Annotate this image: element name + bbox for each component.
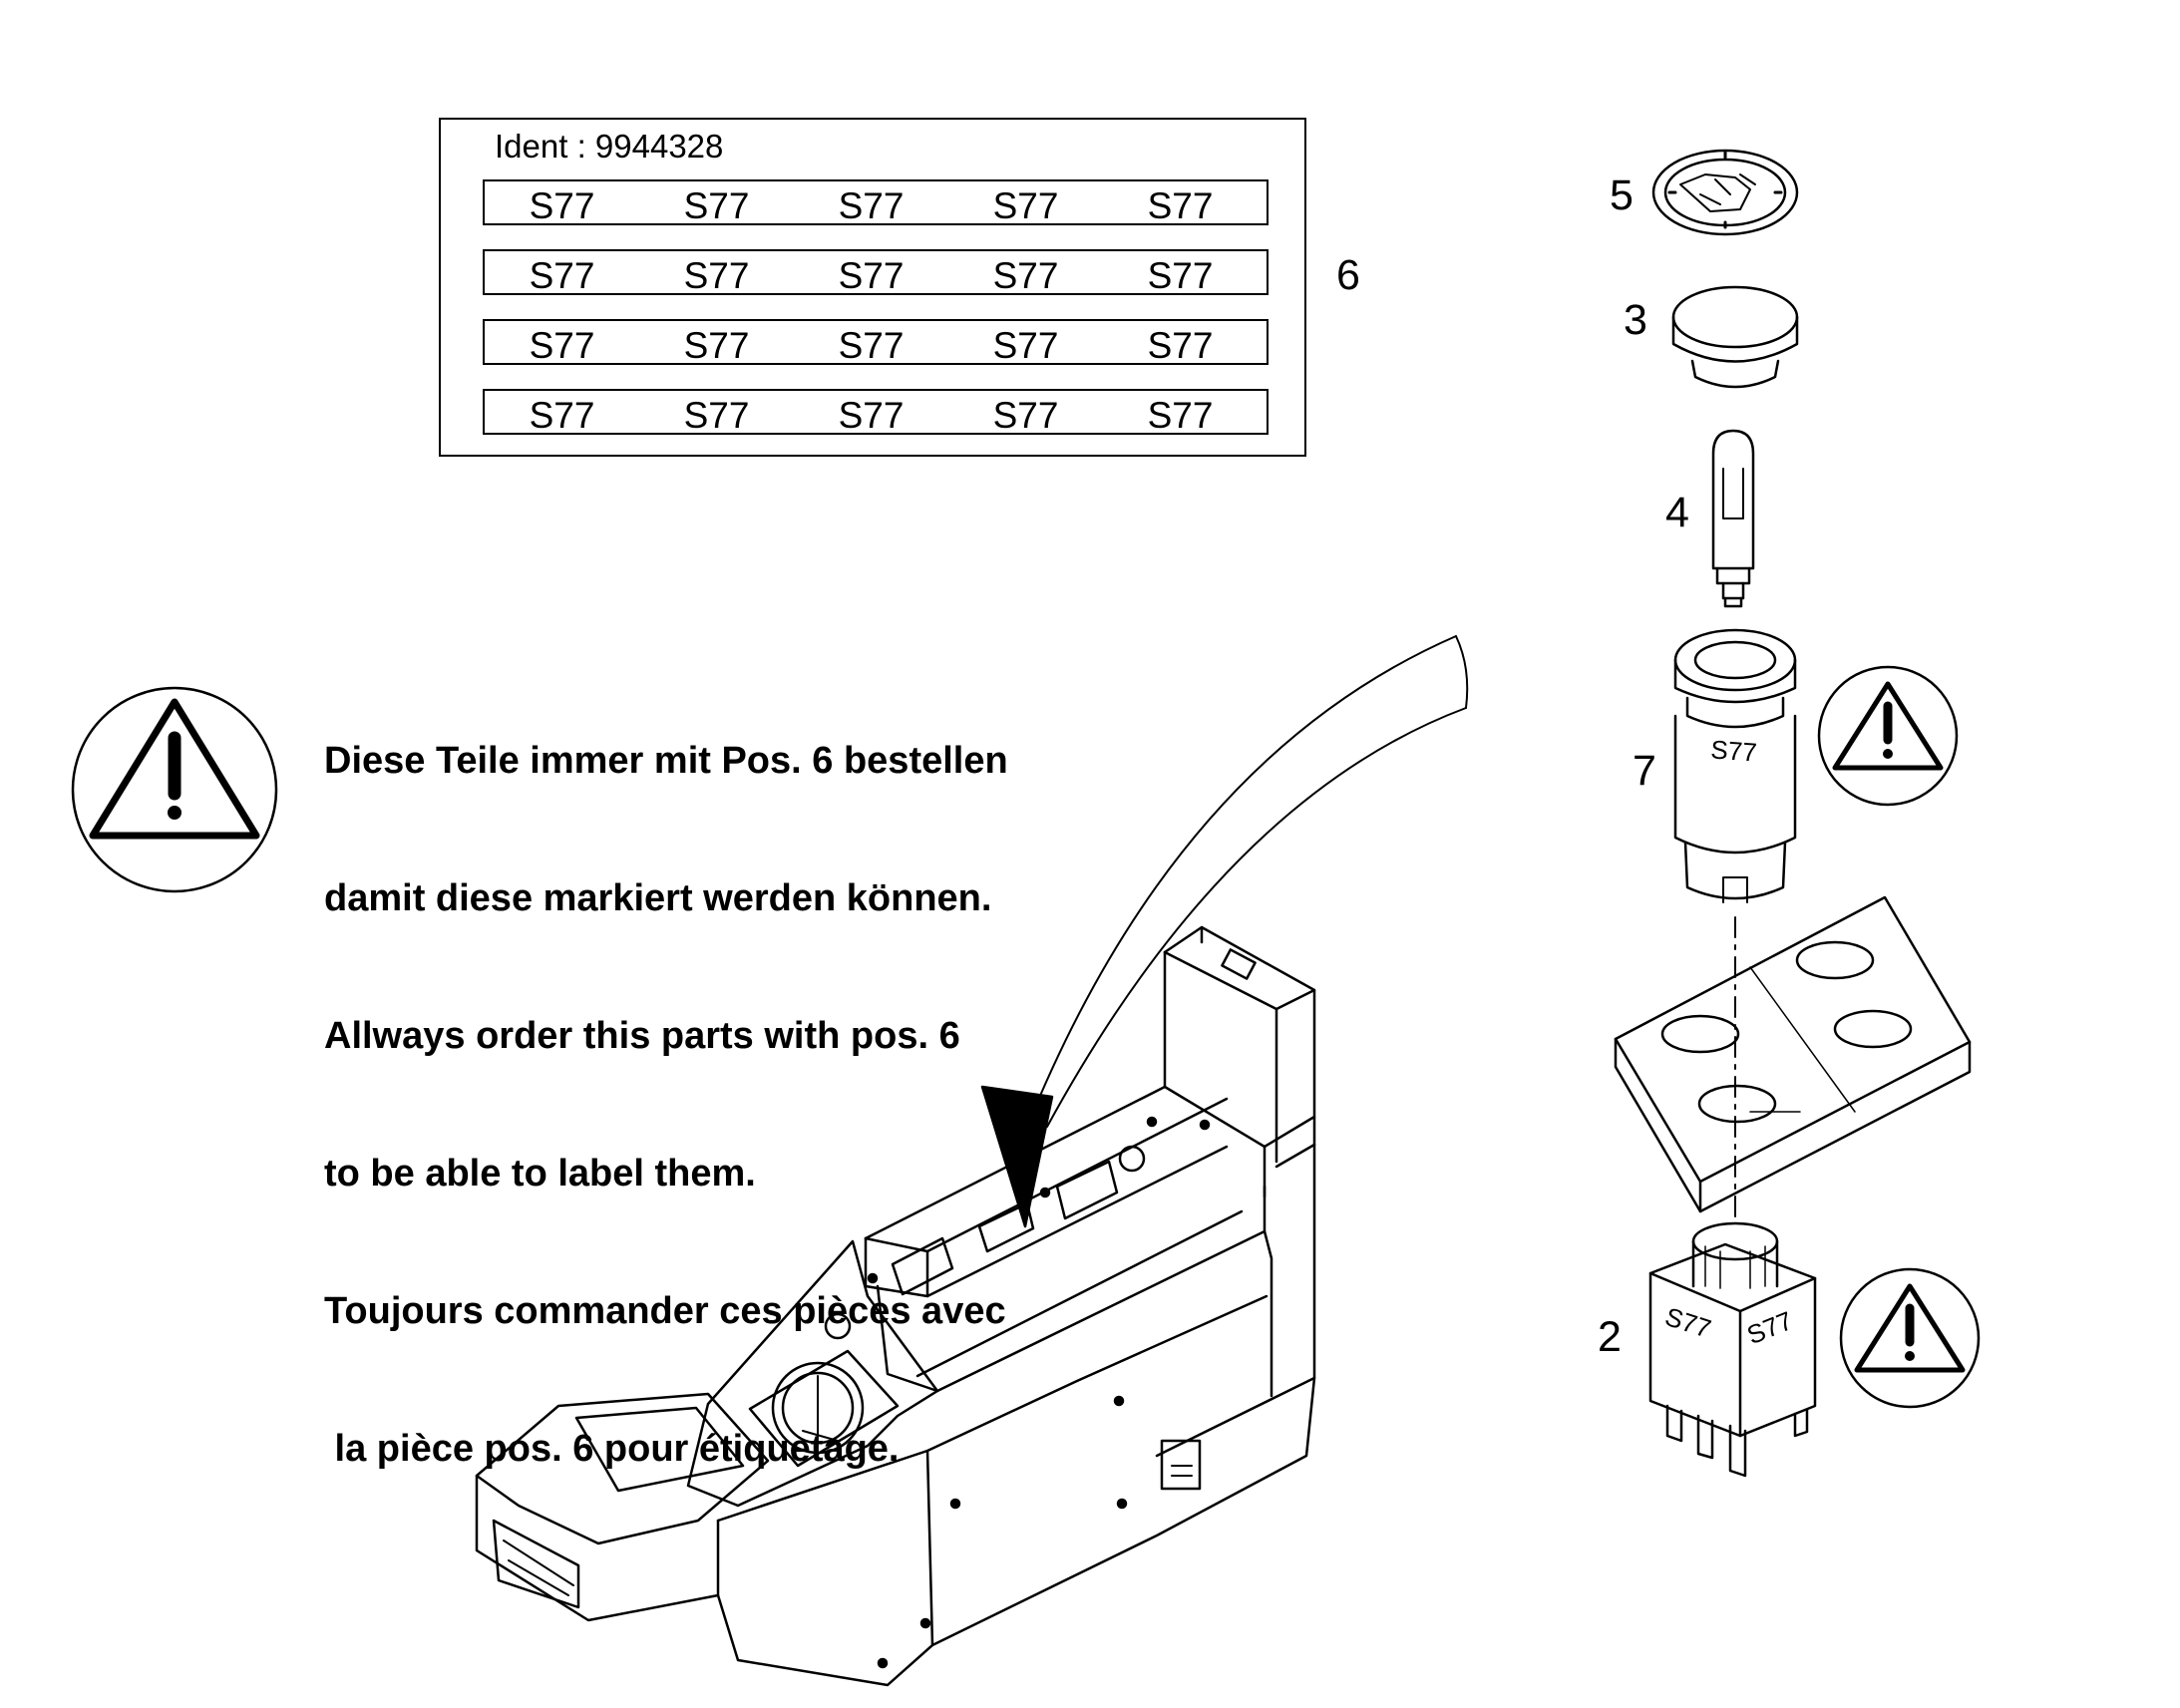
label-cell: S77 [838, 255, 905, 296]
bulb-part-4 [1711, 429, 1755, 608]
label-cell: S77 [529, 185, 595, 226]
warning-triangle-icon [1839, 1267, 1981, 1409]
leader-curve [1026, 635, 1457, 1128]
label-cell: S77 [838, 395, 905, 436]
warning-line-fr-1: Toujours commander ces pièces avec [324, 1290, 1006, 1332]
lamp-holder-part-7: S77 [1673, 628, 1797, 903]
label-cell: S77 [683, 325, 750, 366]
mounting-plate [1614, 895, 1972, 1213]
center-console [475, 925, 1316, 1687]
label-cell: S77 [529, 395, 595, 436]
ident-number: Ident : 9944328 [495, 128, 724, 165]
switch-part-2: S77 S77 [1648, 1221, 1817, 1478]
callout-pos-3: 3 [1624, 296, 1647, 344]
label-cell: S77 [529, 255, 595, 296]
switch-mark-right: S77 [1743, 1305, 1797, 1350]
label-row: S77 S77 S77 S77 S77 [483, 389, 1269, 436]
label-sheet: Ident : 9944328 S77 S77 S77 S77 S77 S77 … [439, 118, 1306, 457]
symbol-insert-part-5 [1651, 149, 1799, 236]
warning-triangle-icon [71, 686, 278, 893]
label-cell: S77 [1147, 185, 1214, 226]
callout-pos-2: 2 [1598, 1313, 1622, 1361]
warning-note: Diese Teile immer mit Pos. 6 bestellen d… [324, 646, 1008, 1563]
warning-line-en-2: to be able to label them. [324, 1153, 756, 1195]
label-cell: S77 [992, 185, 1059, 226]
label-cell: S77 [992, 255, 1059, 296]
label-row: S77 S77 S77 S77 S77 [483, 319, 1269, 366]
callout-pos-5: 5 [1610, 171, 1634, 219]
callout-pos-6: 6 [1336, 251, 1360, 299]
label-cell: S77 [1147, 395, 1214, 436]
callout-pos-7: 7 [1633, 747, 1656, 795]
label-cell: S77 [838, 325, 905, 366]
label-row: S77 S77 S77 S77 S77 [483, 249, 1269, 296]
label-cell: S77 [683, 185, 750, 226]
warning-line-de-2: damit diese markiert werden können. [324, 877, 992, 919]
label-cell: S77 [1147, 255, 1214, 296]
warning-line-de-1: Diese Teile immer mit Pos. 6 bestellen [324, 740, 1008, 782]
callout-pos-4: 4 [1665, 489, 1689, 536]
label-cell: S77 [1147, 325, 1214, 366]
label-cell: S77 [529, 325, 595, 366]
warning-triangle-icon [1817, 665, 1959, 807]
warning-line-fr-2: la pièce pos. 6 pour étiquetage. [324, 1428, 900, 1470]
lamp-holder-mark: S77 [1710, 734, 1758, 767]
warning-line-en-1: Allways order this parts with pos. 6 [324, 1015, 960, 1057]
label-cell: S77 [683, 395, 750, 436]
indicator-arrow [980, 1085, 1054, 1228]
label-cell: S77 [838, 185, 905, 226]
label-cell: S77 [683, 255, 750, 296]
label-cell: S77 [992, 395, 1059, 436]
cap-part-3 [1671, 285, 1799, 389]
label-row: S77 S77 S77 S77 S77 [483, 179, 1269, 226]
switch-mark-left: S77 [1661, 1301, 1714, 1344]
label-cell: S77 [992, 325, 1059, 366]
